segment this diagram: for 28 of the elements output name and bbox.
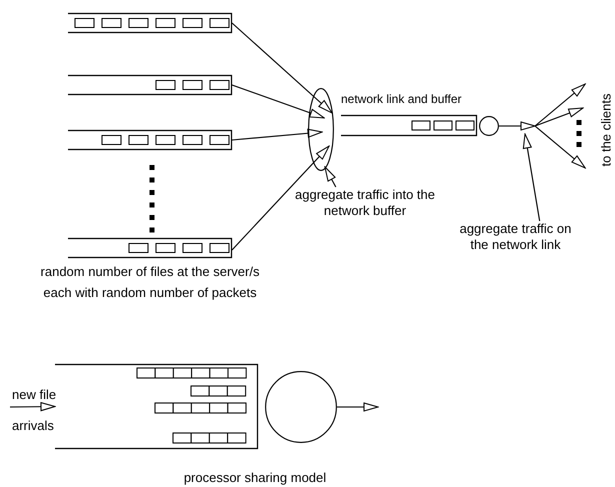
arrow <box>499 122 536 130</box>
annotation-text: aggregate traffic into the network buffer <box>292 187 438 219</box>
edge-label: new file arrivals <box>12 386 58 435</box>
aggregation-ellipse <box>308 88 334 171</box>
processor-circle <box>265 371 337 443</box>
server-circle <box>479 116 499 136</box>
leader-arrow <box>324 166 336 188</box>
server-queue <box>68 238 232 258</box>
arrow <box>232 128 323 141</box>
arrow <box>337 402 378 412</box>
server-queue <box>68 13 232 33</box>
arrow <box>534 84 586 126</box>
server-queue <box>68 130 232 150</box>
arrow <box>534 126 586 168</box>
arrow <box>232 84 325 118</box>
arrow <box>232 146 330 250</box>
annotation-text: aggregate traffic on the network link <box>458 221 573 253</box>
caption-text: random number of files at the server/s each with random number of packets <box>40 263 260 302</box>
network-buffer <box>341 92 477 137</box>
buffer-label: network link and buffer <box>341 92 463 106</box>
destination-label: to the clients <box>598 80 614 180</box>
arrow <box>534 107 584 127</box>
leader-arrow <box>522 134 540 222</box>
arrow <box>10 402 56 412</box>
arrow <box>232 22 332 114</box>
caption-text: processor sharing model <box>182 469 328 487</box>
server-queue <box>68 75 232 95</box>
processor-sharing-queue <box>55 364 258 449</box>
